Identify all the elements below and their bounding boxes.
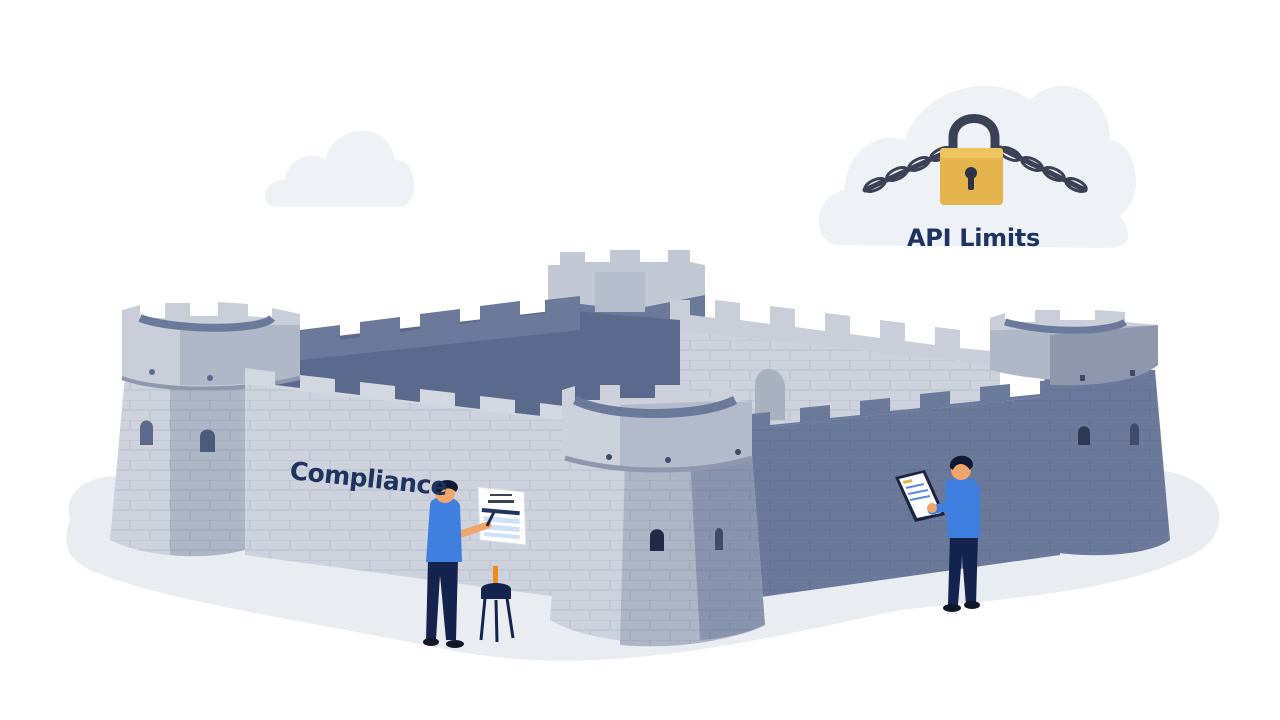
- tower-window: [200, 429, 215, 452]
- castle-front-wall-right: [740, 379, 1060, 600]
- tower-window: [140, 420, 153, 445]
- right-worker: [895, 455, 980, 612]
- castle-front-wall-left: [245, 368, 580, 600]
- padlock-icon: [940, 114, 1003, 205]
- tower-window: [650, 529, 664, 551]
- castle-right-tower: [990, 310, 1170, 556]
- paper-notice: [477, 486, 527, 546]
- stool-with-candle: [479, 566, 515, 643]
- tower-window: [1078, 426, 1090, 445]
- api-limits-label: API Limits: [907, 224, 1040, 252]
- cloud-icon: [265, 130, 415, 207]
- tower-window: [1130, 423, 1139, 445]
- castle-front-tower: [550, 385, 765, 647]
- tower-window: [715, 528, 723, 550]
- left-worker: [423, 480, 527, 648]
